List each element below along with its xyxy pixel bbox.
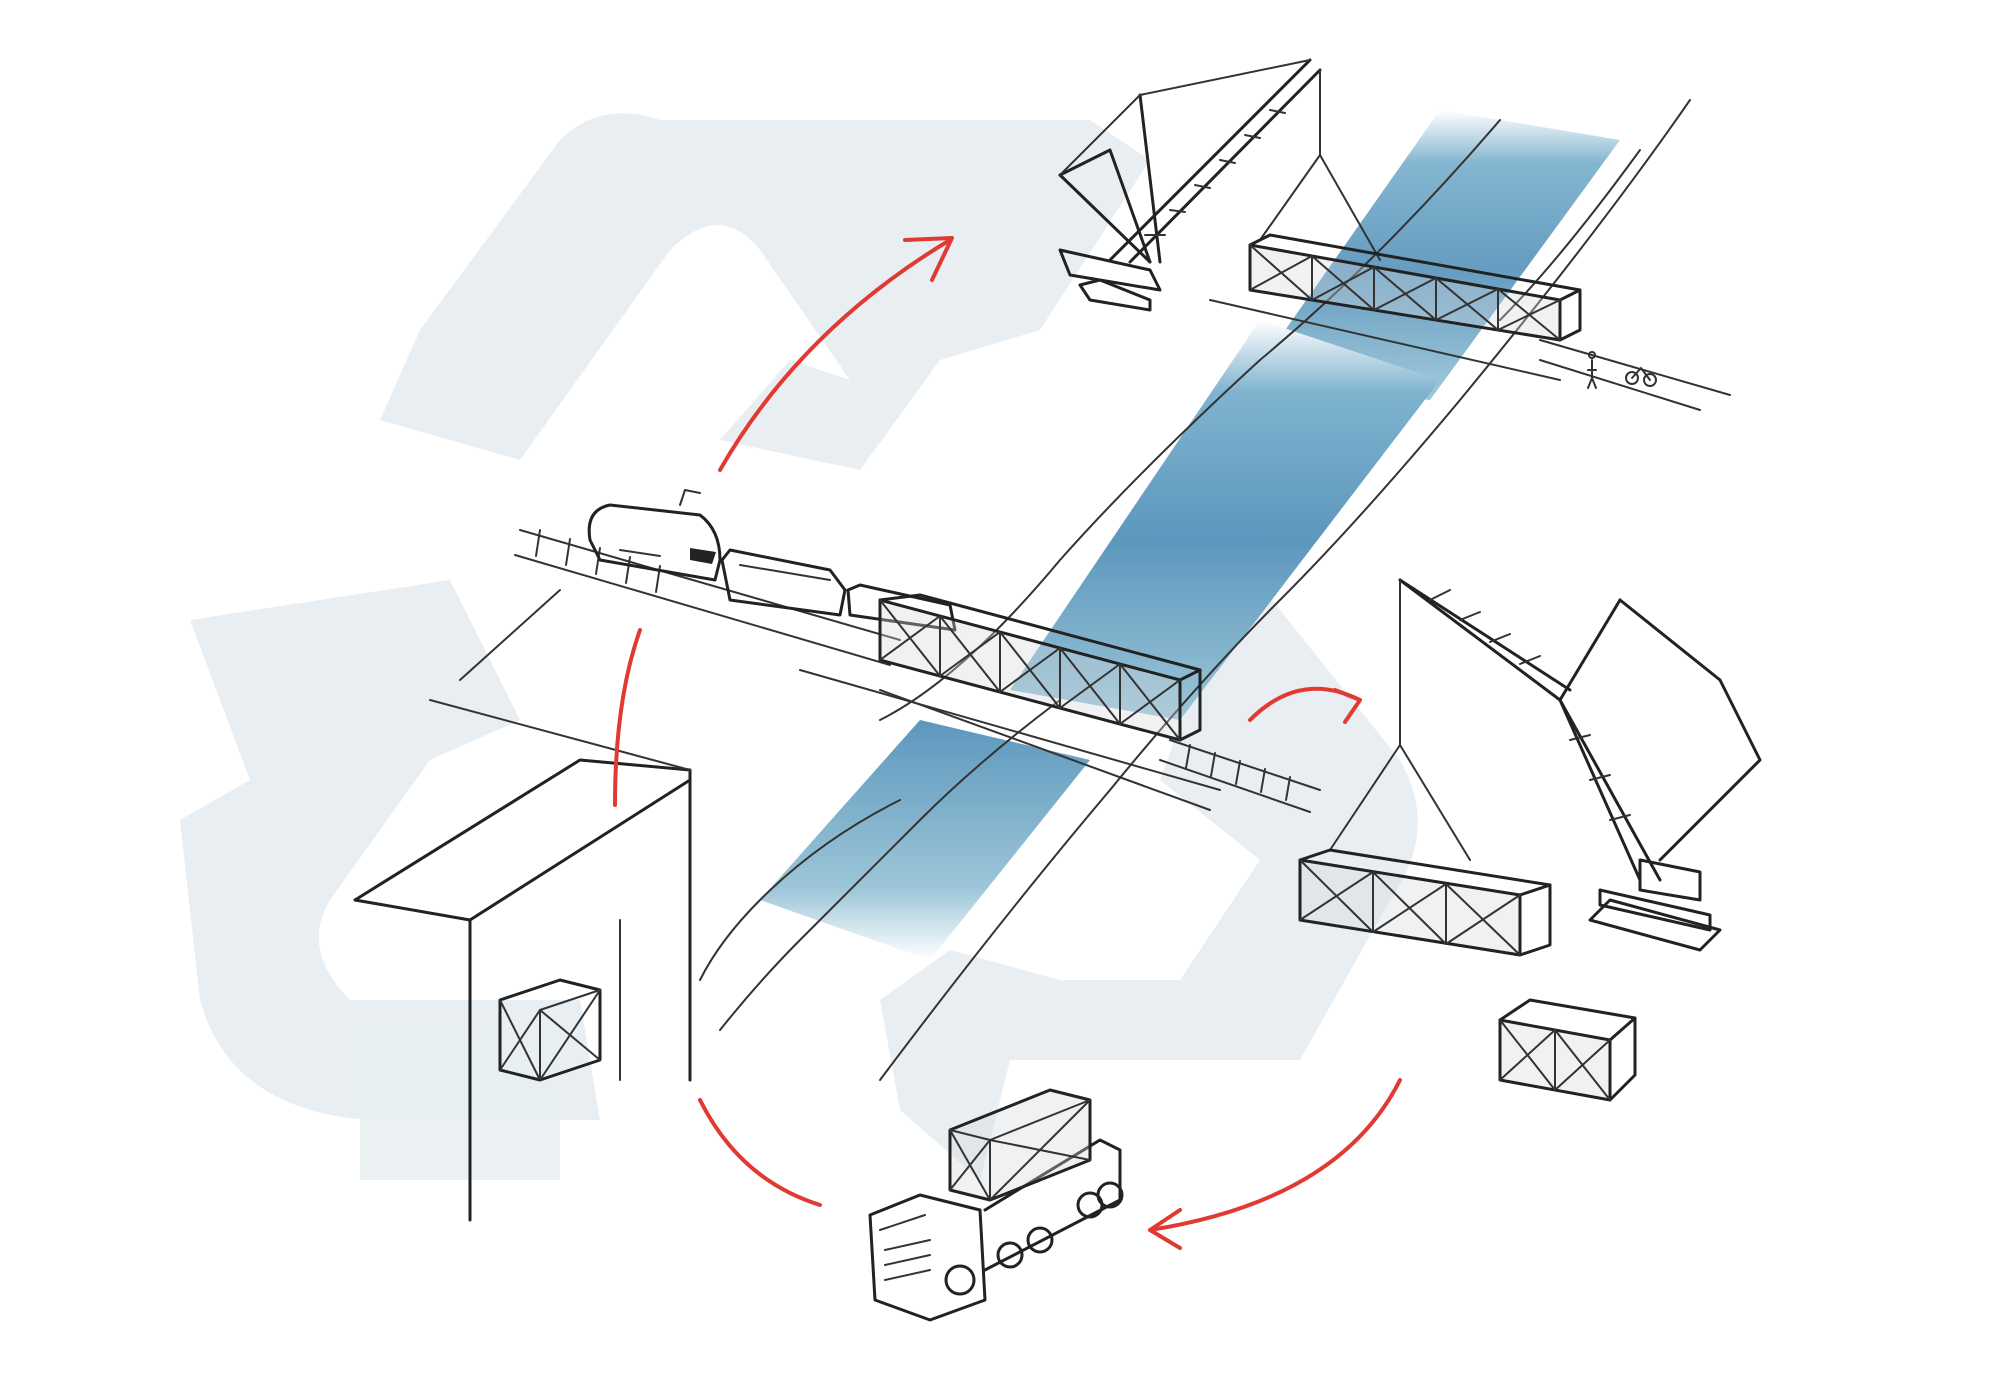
truck	[868, 1088, 1124, 1322]
top-crane	[1058, 58, 1381, 312]
lifted-bridge-section	[1209, 233, 1731, 411]
arrow-module-to-truck	[1148, 1078, 1402, 1232]
recycle-symbol	[180, 113, 1418, 1180]
train	[587, 489, 957, 632]
river	[760, 110, 1620, 960]
arrow-warehouse-to-train	[613, 628, 642, 807]
cycle-arrows	[613, 236, 1402, 1250]
dismantled-module	[1498, 998, 1637, 1102]
warehouse	[353, 589, 692, 1222]
arrow-train-to-crane	[718, 238, 952, 472]
arrow-truck-to-warehouse	[698, 1098, 822, 1207]
railway-track	[514, 529, 1321, 813]
pedestrians	[1587, 351, 1657, 389]
right-crane	[1329, 578, 1762, 952]
main-bridge-truss	[799, 593, 1221, 811]
hanging-bridge-module	[1298, 848, 1552, 957]
